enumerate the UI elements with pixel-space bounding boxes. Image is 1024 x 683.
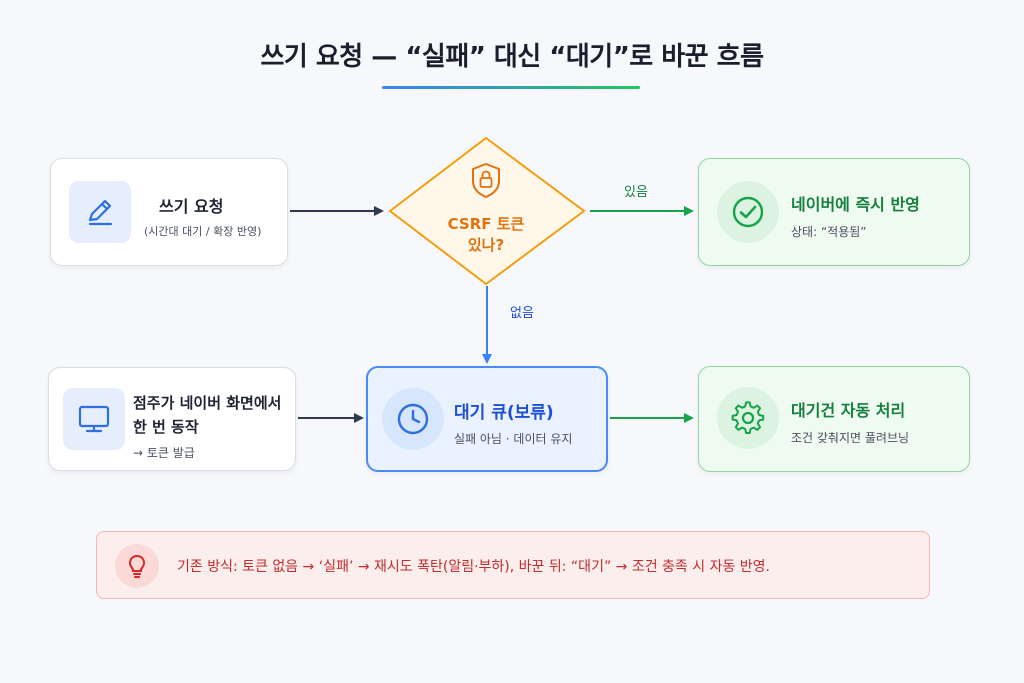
waiting-queue-node: 대기 큐(보류) 실패 아님 · 데이터 유지	[366, 366, 608, 472]
clock-icon	[382, 388, 444, 450]
auto-process-node: 대기건 자동 처리 조건 갖춰지면 풀려브닝	[698, 366, 970, 472]
note-text: 기존 방식: 토큰 없음 → ‘실패’ → 재시도 폭탄(알림·부하), 바꾼 …	[177, 559, 770, 575]
gear-icon	[717, 387, 779, 449]
write-request-title: 쓰기 요청	[159, 197, 224, 216]
naver-apply-node: 네이버에 즉시 반영 상태: “적용됨”	[698, 158, 970, 266]
decision-label: CSRF 토큰 있나?	[400, 214, 572, 256]
auto-process-title: 대기건 자동 처리	[791, 401, 906, 420]
pencil-icon	[69, 181, 131, 243]
write-request-sub: (시간대 대기 / 확장 반영)	[144, 225, 262, 238]
decision-diamond	[388, 136, 586, 286]
owner-action-sub: → 토큰 발급	[133, 446, 195, 460]
decision-line-1: CSRF 토큰	[447, 215, 525, 233]
edge-label-yes: 있음	[624, 185, 648, 200]
title-underline	[382, 86, 640, 89]
lock-shield-icon	[472, 163, 500, 198]
edge-label-no: 없음	[510, 306, 534, 321]
owner-action-line-2: 한 번 동작	[133, 418, 199, 436]
naver-apply-sub: 상태: “적용됨”	[791, 225, 867, 239]
owner-action-line-1: 점주가 네이버 화면에서	[133, 394, 282, 412]
write-request-node: 쓰기 요청 (시간대 대기 / 확장 반영)	[50, 158, 288, 266]
monitor-icon	[63, 388, 125, 450]
lightbulb-icon	[115, 544, 159, 588]
owner-action-node: 점주가 네이버 화면에서 한 번 동작 → 토큰 발급	[48, 367, 296, 471]
comparison-note: 기존 방식: 토큰 없음 → ‘실패’ → 재시도 폭탄(알림·부하), 바꾼 …	[96, 531, 930, 599]
waiting-queue-title: 대기 큐(보류)	[454, 403, 554, 423]
diagram-title: 쓰기 요청 — “실패” 대신 “대기”로 바꾼 흐름	[260, 42, 764, 72]
auto-process-sub: 조건 갖춰지면 풀려브닝	[791, 431, 910, 445]
decision-line-2: 있나?	[467, 236, 505, 254]
check-circle-icon	[717, 181, 779, 243]
waiting-queue-sub: 실패 아님 · 데이터 유지	[454, 432, 573, 446]
naver-apply-title: 네이버에 즉시 반영	[791, 195, 920, 214]
